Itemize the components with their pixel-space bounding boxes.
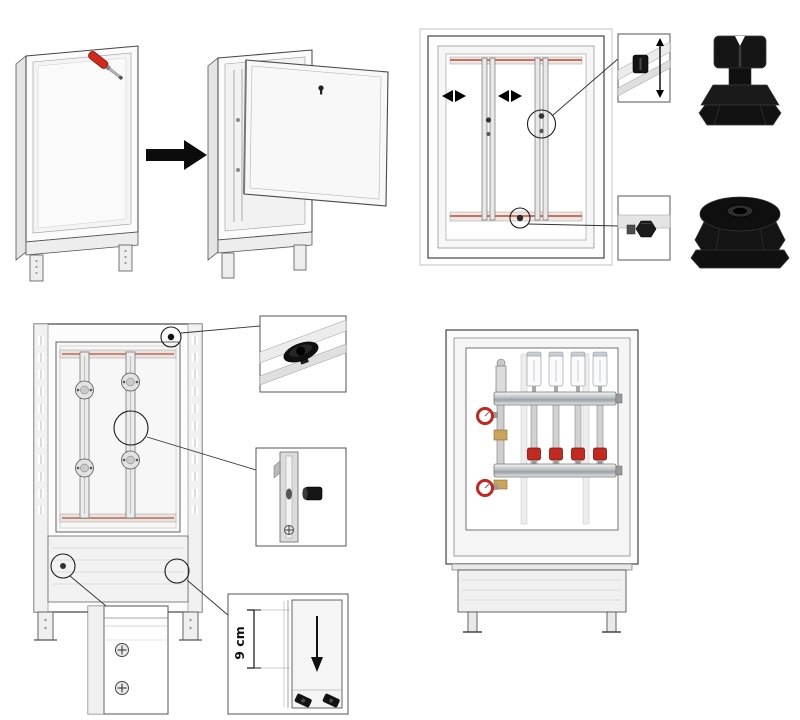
dim-label-9cm: 9 cm [232, 626, 247, 659]
knob-3d-render [698, 35, 782, 126]
air-vent [495, 358, 507, 393]
detail-base-screws-box [87, 605, 169, 715]
callout-door-spacing [164, 558, 230, 617]
callout-rail-pin [113, 410, 257, 471]
cabinet-open [207, 49, 389, 279]
detail-nut-box [617, 195, 671, 261]
detail-knob-box [617, 33, 671, 103]
valve-mount [121, 372, 140, 392]
step4-manifold-installed [445, 329, 639, 633]
manifold-bottom-bar [493, 463, 617, 478]
detail-door-spacing-box: 9 cm [227, 593, 349, 715]
manifold [476, 351, 623, 497]
cabinet-door-panel [243, 59, 389, 207]
nut-3d-render [690, 196, 790, 269]
step2-adjust-rails [419, 28, 790, 269]
valve-mount [121, 450, 140, 470]
valve-mount [75, 380, 94, 400]
valve-mount [75, 458, 94, 478]
valve-caps [527, 447, 607, 465]
cabinet-closed [15, 45, 139, 282]
door-lock-icon [318, 85, 324, 95]
flow-meters [526, 351, 608, 392]
manifold-top-bar [493, 391, 617, 406]
callout-top-knob [160, 325, 261, 348]
arrows-horizontal-icon [442, 90, 522, 102]
detail-wing-knob-box [259, 315, 347, 393]
arrow-right-icon [146, 140, 207, 170]
arrows-vertical-icon [656, 38, 664, 98]
callout-base-screws [50, 553, 107, 607]
step1-remove-door [15, 45, 389, 282]
cabinet-pedestal [451, 563, 633, 633]
door-clips [294, 693, 340, 708]
screwdriver-icon [88, 51, 124, 81]
mounting-rail-left [481, 57, 496, 221]
callout-nut [509, 207, 620, 229]
arrow-down-icon [311, 616, 323, 672]
pressure-gauge [476, 479, 498, 497]
cabinet-frame [33, 323, 203, 641]
detail-rail-pin-box [255, 447, 347, 547]
pressure-gauge [476, 407, 498, 425]
callout-knob [526, 57, 620, 139]
mounting-rail-right [534, 57, 549, 221]
step3-cabinet-adjusters: 9 cm [33, 315, 349, 715]
dimension-9cm: 9 cm [232, 609, 290, 669]
